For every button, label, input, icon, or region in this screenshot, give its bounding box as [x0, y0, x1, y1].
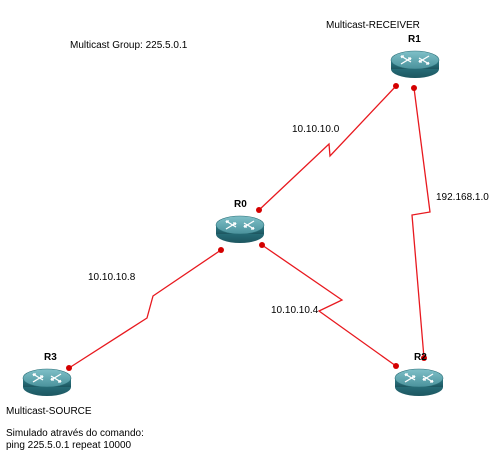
port-dot-r1-r2-2	[421, 355, 427, 361]
router-label-r2: R2	[414, 352, 427, 363]
link-r1-r2[interactable]	[411, 87, 431, 359]
link-r0-r2[interactable]	[261, 244, 397, 367]
simulation-note-line2: ping 225.5.0.1 repeat 10000	[6, 440, 132, 451]
link-label-r0-r3: 10.10.10.8	[88, 272, 136, 283]
link-r0-r3[interactable]	[68, 249, 222, 369]
router-icon-r1[interactable]	[390, 50, 440, 79]
port-dot-r0-r2-1	[259, 242, 265, 248]
simulation-note-line1: Simulado através do comando:	[6, 428, 144, 439]
router-label-r1: R1	[408, 34, 421, 45]
port-dot-r0-r2-2	[393, 363, 399, 369]
source-role-label: Multicast-SOURCE	[6, 406, 92, 417]
receiver-role-label: Multicast-RECEIVER	[326, 20, 420, 31]
link-label-r0-r1: 10.10.10.0	[292, 124, 340, 135]
port-dot-r0-r1-1	[256, 207, 262, 213]
port-dot-r0-r1-2	[393, 83, 399, 89]
link-label-r1-r2: 192.168.1.0	[436, 192, 489, 203]
router-label-r0: R0	[234, 199, 247, 210]
router-icon-r2[interactable]	[394, 368, 444, 397]
links-layer	[66, 83, 431, 371]
router-icon-r0[interactable]	[215, 215, 265, 244]
router-icon-r3[interactable]	[22, 368, 72, 397]
port-dot-r0-r3-1	[218, 247, 224, 253]
link-label-r0-r2: 10.10.10.4	[271, 305, 319, 316]
link-r0-r1[interactable]	[258, 85, 397, 211]
multicast-group-label: Multicast Group: 225.5.0.1	[70, 40, 188, 51]
router-label-r3: R3	[44, 352, 57, 363]
port-dot-r1-r2-1	[411, 85, 417, 91]
port-dot-r0-r3-2	[66, 365, 72, 371]
